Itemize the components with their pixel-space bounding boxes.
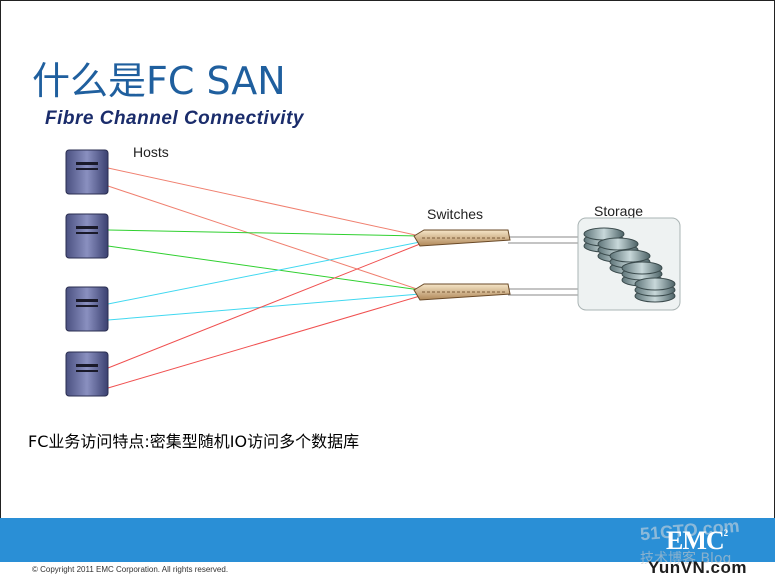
fc-switch-1 [413, 229, 511, 247]
host-server-3 [65, 286, 109, 332]
link-host2-sw1 [107, 229, 421, 237]
link-host3-sw1 [107, 241, 421, 305]
host-links [107, 167, 421, 389]
link-host1-sw1 [107, 167, 421, 237]
storage-links [508, 236, 582, 296]
slide-title: 什么是FC SAN [32, 59, 286, 103]
slide-caption: FC业务访问特点:密集型随机IO访问多个数据库 [28, 432, 360, 451]
host-server-4 [65, 351, 109, 397]
storage-label: Storage [594, 203, 644, 219]
hosts-label: Hosts [133, 144, 169, 160]
emc-logo-sup: 2 [723, 528, 728, 538]
san-diagram [65, 149, 681, 397]
watermark-subtext: 技术博客 Blog [640, 551, 732, 567]
copyright-text: © Copyright 2011 EMC Corporation. All ri… [32, 565, 229, 574]
disk-stack-5 [634, 277, 676, 303]
link-host2-sw2 [107, 245, 421, 291]
host-server-1 [65, 149, 109, 195]
link-host1-sw2 [107, 185, 421, 291]
footer-strip [0, 562, 775, 580]
site-watermark: YunVN.com [648, 558, 747, 577]
slide-subtitle: Fibre Channel Connectivity [45, 108, 304, 129]
switches-label: Switches [427, 206, 484, 222]
footer-band [0, 518, 775, 562]
fc-switch-2 [413, 283, 511, 301]
host-server-2 [65, 213, 109, 259]
link-host3-sw2 [107, 293, 421, 321]
link-host4-sw2 [107, 295, 421, 389]
link-host4-sw1 [107, 243, 421, 369]
storage-array [577, 217, 681, 311]
emc-logo-text: EMC [666, 526, 725, 555]
emc-logo: EMC2 [666, 526, 728, 556]
